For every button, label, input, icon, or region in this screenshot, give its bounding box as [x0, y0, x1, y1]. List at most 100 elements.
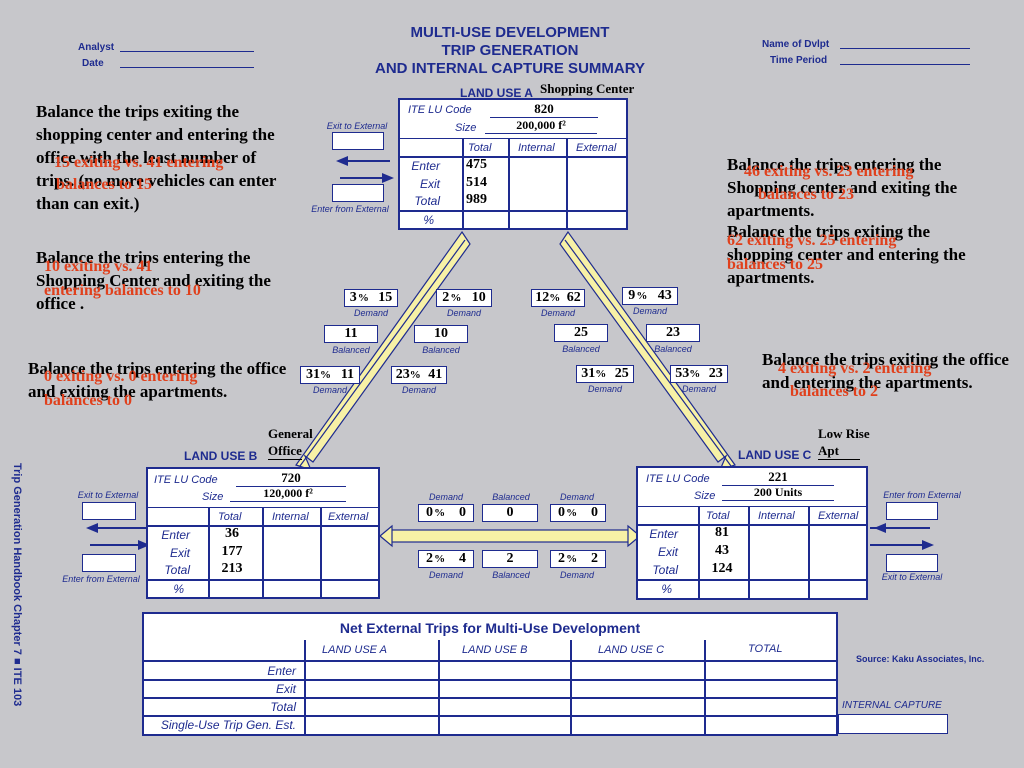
ac-demand-bl-val: 25 [614, 366, 629, 381]
bc-pct-top-right[interactable]: 0 % 0 [550, 504, 606, 522]
enter-from-external-b-label: Enter from External [62, 574, 140, 584]
percent-sign: % [595, 368, 607, 380]
demand-label: Demand [428, 570, 464, 580]
title-line-3: AND INTERNAL CAPTURE SUMMARY [375, 60, 645, 77]
analyst-label: Analyst [78, 42, 115, 53]
analyst-field[interactable] [120, 50, 254, 52]
internal-capture-field[interactable] [838, 714, 948, 734]
enter-c[interactable]: 81 [715, 525, 729, 540]
ite-code-a[interactable]: 820 [490, 101, 598, 118]
ab-pct-left[interactable]: 3 % 15 [344, 289, 398, 307]
demand-label: Demand [559, 570, 595, 580]
enter-from-external-a-label: Enter from External [311, 204, 389, 214]
exit-c[interactable]: 43 [715, 543, 729, 558]
balanced-label: Balanced [332, 345, 370, 355]
ac-balanced-2[interactable]: 23 [646, 324, 700, 342]
table-b: Total Internal External Enter Exit Total… [148, 507, 378, 598]
ab-pct-bl-val: 31 [305, 367, 320, 382]
percent-sign: % [566, 553, 578, 565]
total-a[interactable]: 989 [466, 192, 487, 207]
ac-pct-bottom-left[interactable]: 31% 25 [576, 365, 634, 383]
demand-label: Demand [428, 492, 464, 502]
land-use-c-name-2: Apt [818, 443, 860, 460]
ite-code-b[interactable]: 720 [236, 470, 346, 487]
demand-label: Demand [587, 384, 623, 394]
ite-code-c[interactable]: 221 [722, 469, 834, 486]
ac-pct-bottom-right[interactable]: 53% 23 [670, 365, 728, 383]
ite-code-label-a: ITE LU Code [408, 104, 472, 116]
bc-pct-bottom-right[interactable]: 2 % 2 [550, 550, 606, 568]
ab-pct-right-val: 2 [442, 290, 450, 305]
bc-balanced-bottom[interactable]: 2 [482, 550, 538, 568]
ac-pct-left-val: 12 [535, 290, 550, 305]
date-label: Date [82, 58, 104, 69]
note-2: Balance the trips entering the Shopping … [36, 248, 271, 313]
table-c: Total Internal External Enter Exit Total… [638, 506, 866, 599]
ab-balanced-1[interactable]: 11 [324, 325, 378, 343]
balanced-label: Balanced [562, 344, 600, 354]
ac-pct-right[interactable]: 9 % 43 [622, 287, 678, 305]
exit-a[interactable]: 514 [466, 175, 487, 190]
enter-a[interactable]: 475 [466, 157, 487, 172]
note-4: Balance the trips entering the Shopping … [727, 155, 958, 220]
red-note-6b: balances to 2 [790, 383, 878, 400]
land-use-c-title: LAND USE C [738, 448, 812, 462]
ab-balanced-2[interactable]: 10 [414, 325, 468, 343]
col-internal-c: Internal [758, 510, 795, 522]
ite-code-label-c: ITE LU Code [646, 473, 710, 485]
net-col-a: LAND USE A [322, 644, 388, 656]
col-external-a: External [576, 142, 617, 154]
row-enter-a: Enter [411, 159, 440, 173]
land-use-b-name-2: Office [268, 443, 302, 460]
size-a[interactable]: 200,000 f² [485, 118, 597, 134]
demand-label: Demand [353, 308, 389, 318]
demand-label: Demand [446, 308, 482, 318]
size-label-c: Size [694, 490, 716, 502]
exit-to-external-c[interactable] [886, 554, 938, 572]
row-pct-c: % [661, 582, 672, 596]
ab-pct-right[interactable]: 2 % 10 [436, 289, 492, 307]
percent-sign: % [434, 507, 446, 519]
side-text: Trip Generation Handbook Chapter 7 ■ ITE… [11, 463, 23, 707]
land-use-a-panel: ITE LU Code 820 Size 200,000 f² Total In… [398, 98, 628, 230]
enter-from-external-b[interactable] [82, 554, 136, 572]
row-exit-c: Exit [657, 545, 678, 559]
bc-pct-top-left[interactable]: 0 % 0 [418, 504, 474, 522]
row-total-b: Total [164, 563, 190, 577]
note-3: Balance the trips entering the office an… [28, 359, 287, 401]
arrow-a-to-c [559, 230, 736, 471]
balanced-label: Balanced [492, 570, 530, 580]
col-internal-a: Internal [518, 142, 555, 154]
ab-pct-bottom-left[interactable]: 31% 11 [300, 366, 360, 384]
land-use-a-title: LAND USE A [460, 86, 533, 100]
col-total-c: Total [706, 510, 730, 522]
total-c[interactable]: 124 [711, 561, 733, 576]
row-total-c: Total [652, 563, 678, 577]
total-b[interactable]: 213 [221, 561, 243, 576]
bc-pct-bottom-left[interactable]: 2 % 4 [418, 550, 474, 568]
size-c[interactable]: 200 Units [722, 485, 834, 501]
bc-dtr-val: 0 [591, 505, 599, 520]
net-row-enter: Enter [267, 664, 296, 678]
land-use-b-name-1: General [268, 426, 313, 441]
ab-pct-bottom-right[interactable]: 23% 41 [391, 366, 447, 384]
red-note-1b: balances to 15 [56, 176, 152, 193]
enter-from-external-c[interactable] [886, 502, 938, 520]
row-enter-c: Enter [649, 527, 678, 541]
enter-from-external-a[interactable] [332, 184, 384, 202]
time-period-field[interactable] [840, 63, 970, 65]
demand-label: Demand [312, 385, 348, 395]
date-field[interactable] [120, 66, 254, 68]
exit-b[interactable]: 177 [221, 544, 243, 559]
bc-balanced-top[interactable]: 0 [482, 504, 538, 522]
exit-to-external-a[interactable] [332, 132, 384, 150]
ac-pct-left[interactable]: 12% 62 [531, 289, 585, 307]
ac-balanced-1[interactable]: 25 [554, 324, 608, 342]
exit-to-external-b[interactable] [82, 502, 136, 520]
balanced-label: Balanced [654, 344, 692, 354]
enter-b[interactable]: 36 [225, 526, 239, 541]
dvlpt-name-field[interactable] [840, 47, 970, 49]
exit-to-external-b-label: Exit to External [77, 490, 139, 500]
size-b[interactable]: 120,000 f² [230, 486, 346, 502]
